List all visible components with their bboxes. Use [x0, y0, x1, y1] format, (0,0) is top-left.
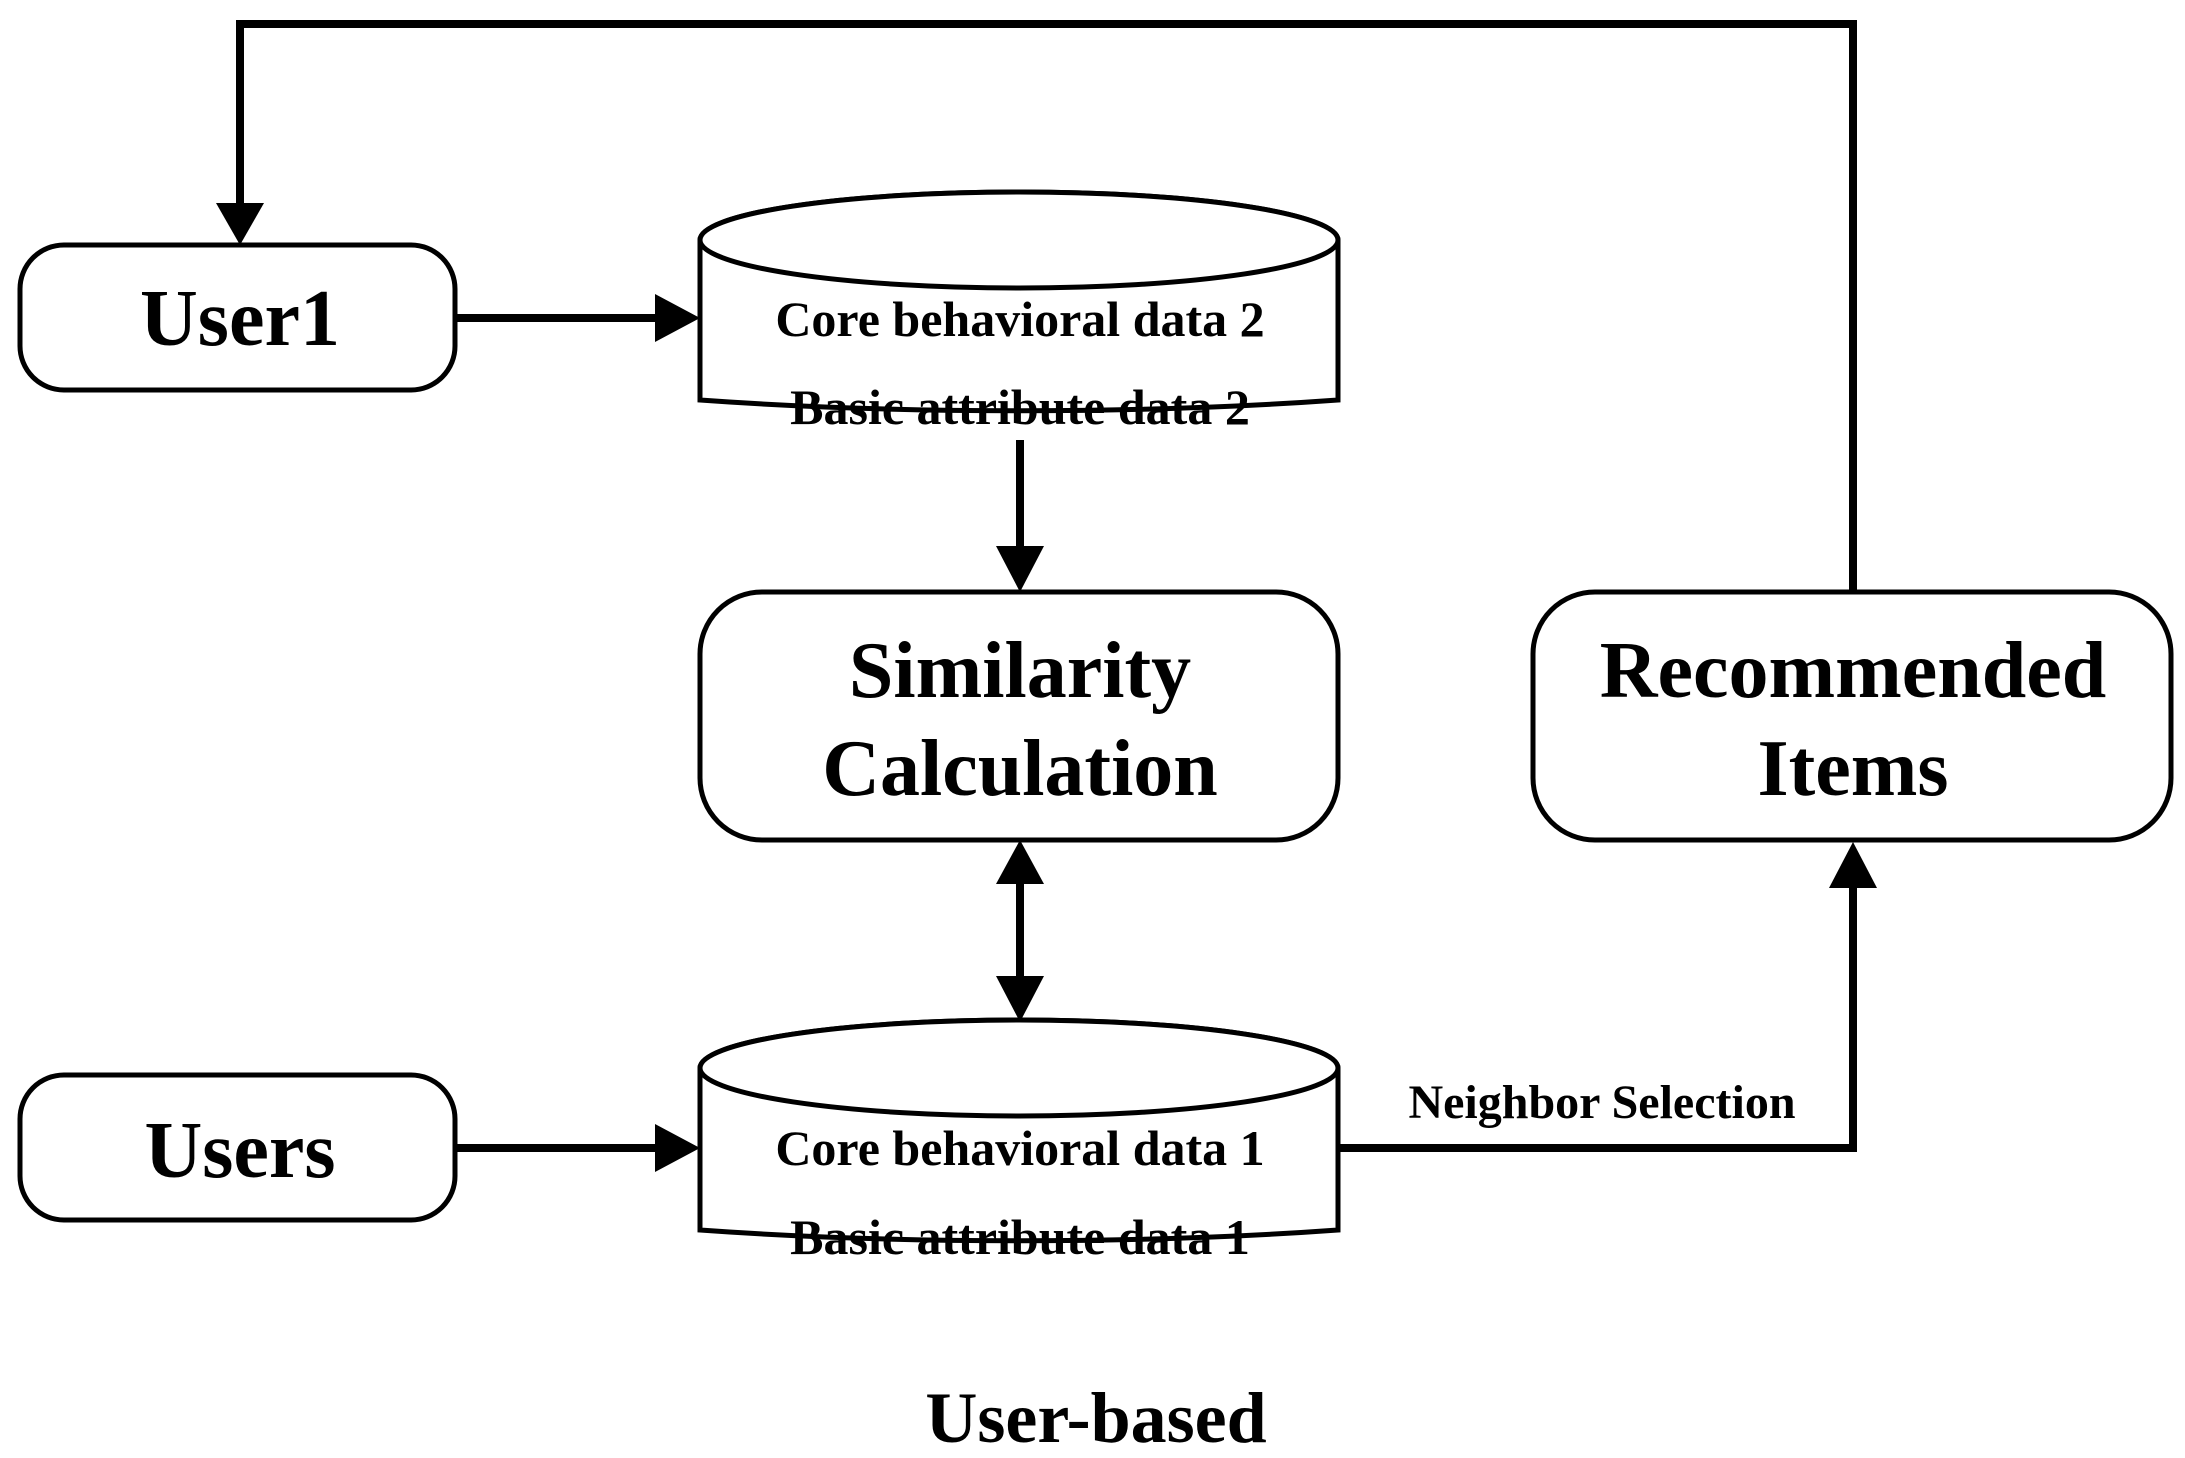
node-similarity-line2: Calculation: [822, 725, 1218, 813]
arrowhead-into-recommended: [1829, 842, 1877, 888]
arrowhead-into-db2: [655, 294, 700, 342]
edge-label-neighbor-selection: Neighbor Selection: [1408, 1076, 1795, 1129]
edge-user1-to-db2: [455, 294, 700, 342]
database-2-line1: Core behavioral data 2: [775, 291, 1264, 347]
database-cylinder-2: Core behavioral data 2 Basic attribute d…: [697, 189, 1341, 435]
diagram-caption: User-based: [925, 1378, 1266, 1458]
edge-users-to-db1: [455, 1124, 700, 1172]
edge-similarity-db1-bidirectional: [996, 840, 1044, 1022]
database-1-line2: Basic attribute data 1: [790, 1209, 1250, 1265]
arrowhead-into-similarity-bottom: [996, 840, 1044, 884]
node-recommended-items: Recommended Items: [1530, 589, 2174, 843]
node-similarity-calculation: Similarity Calculation: [697, 589, 1341, 843]
node-users: Users: [17, 1072, 458, 1223]
node-recommended-line2: Items: [1757, 725, 1948, 813]
node-user1: User1: [17, 242, 458, 393]
database-2-line2: Basic attribute data 2: [790, 379, 1250, 435]
node-similarity-line1: Similarity: [849, 627, 1191, 715]
database-cylinder-1: Core behavioral data 1 Basic attribute d…: [697, 1017, 1341, 1265]
edge-db2-to-similarity: [996, 440, 1044, 592]
arrowhead-into-user1: [216, 203, 264, 245]
arrowhead-into-similarity: [996, 546, 1044, 592]
node-user1-label: User1: [140, 275, 340, 363]
node-recommended-line1: Recommended: [1600, 627, 2107, 715]
database-1-line1: Core behavioral data 1: [775, 1120, 1264, 1176]
node-users-label: Users: [144, 1107, 335, 1195]
arrowhead-into-db1: [655, 1124, 700, 1172]
arrowhead-into-db1-top: [996, 976, 1044, 1022]
edge-recommended-to-user1: [216, 20, 1857, 592]
edge-db1-to-recommended: [1338, 842, 1877, 1152]
